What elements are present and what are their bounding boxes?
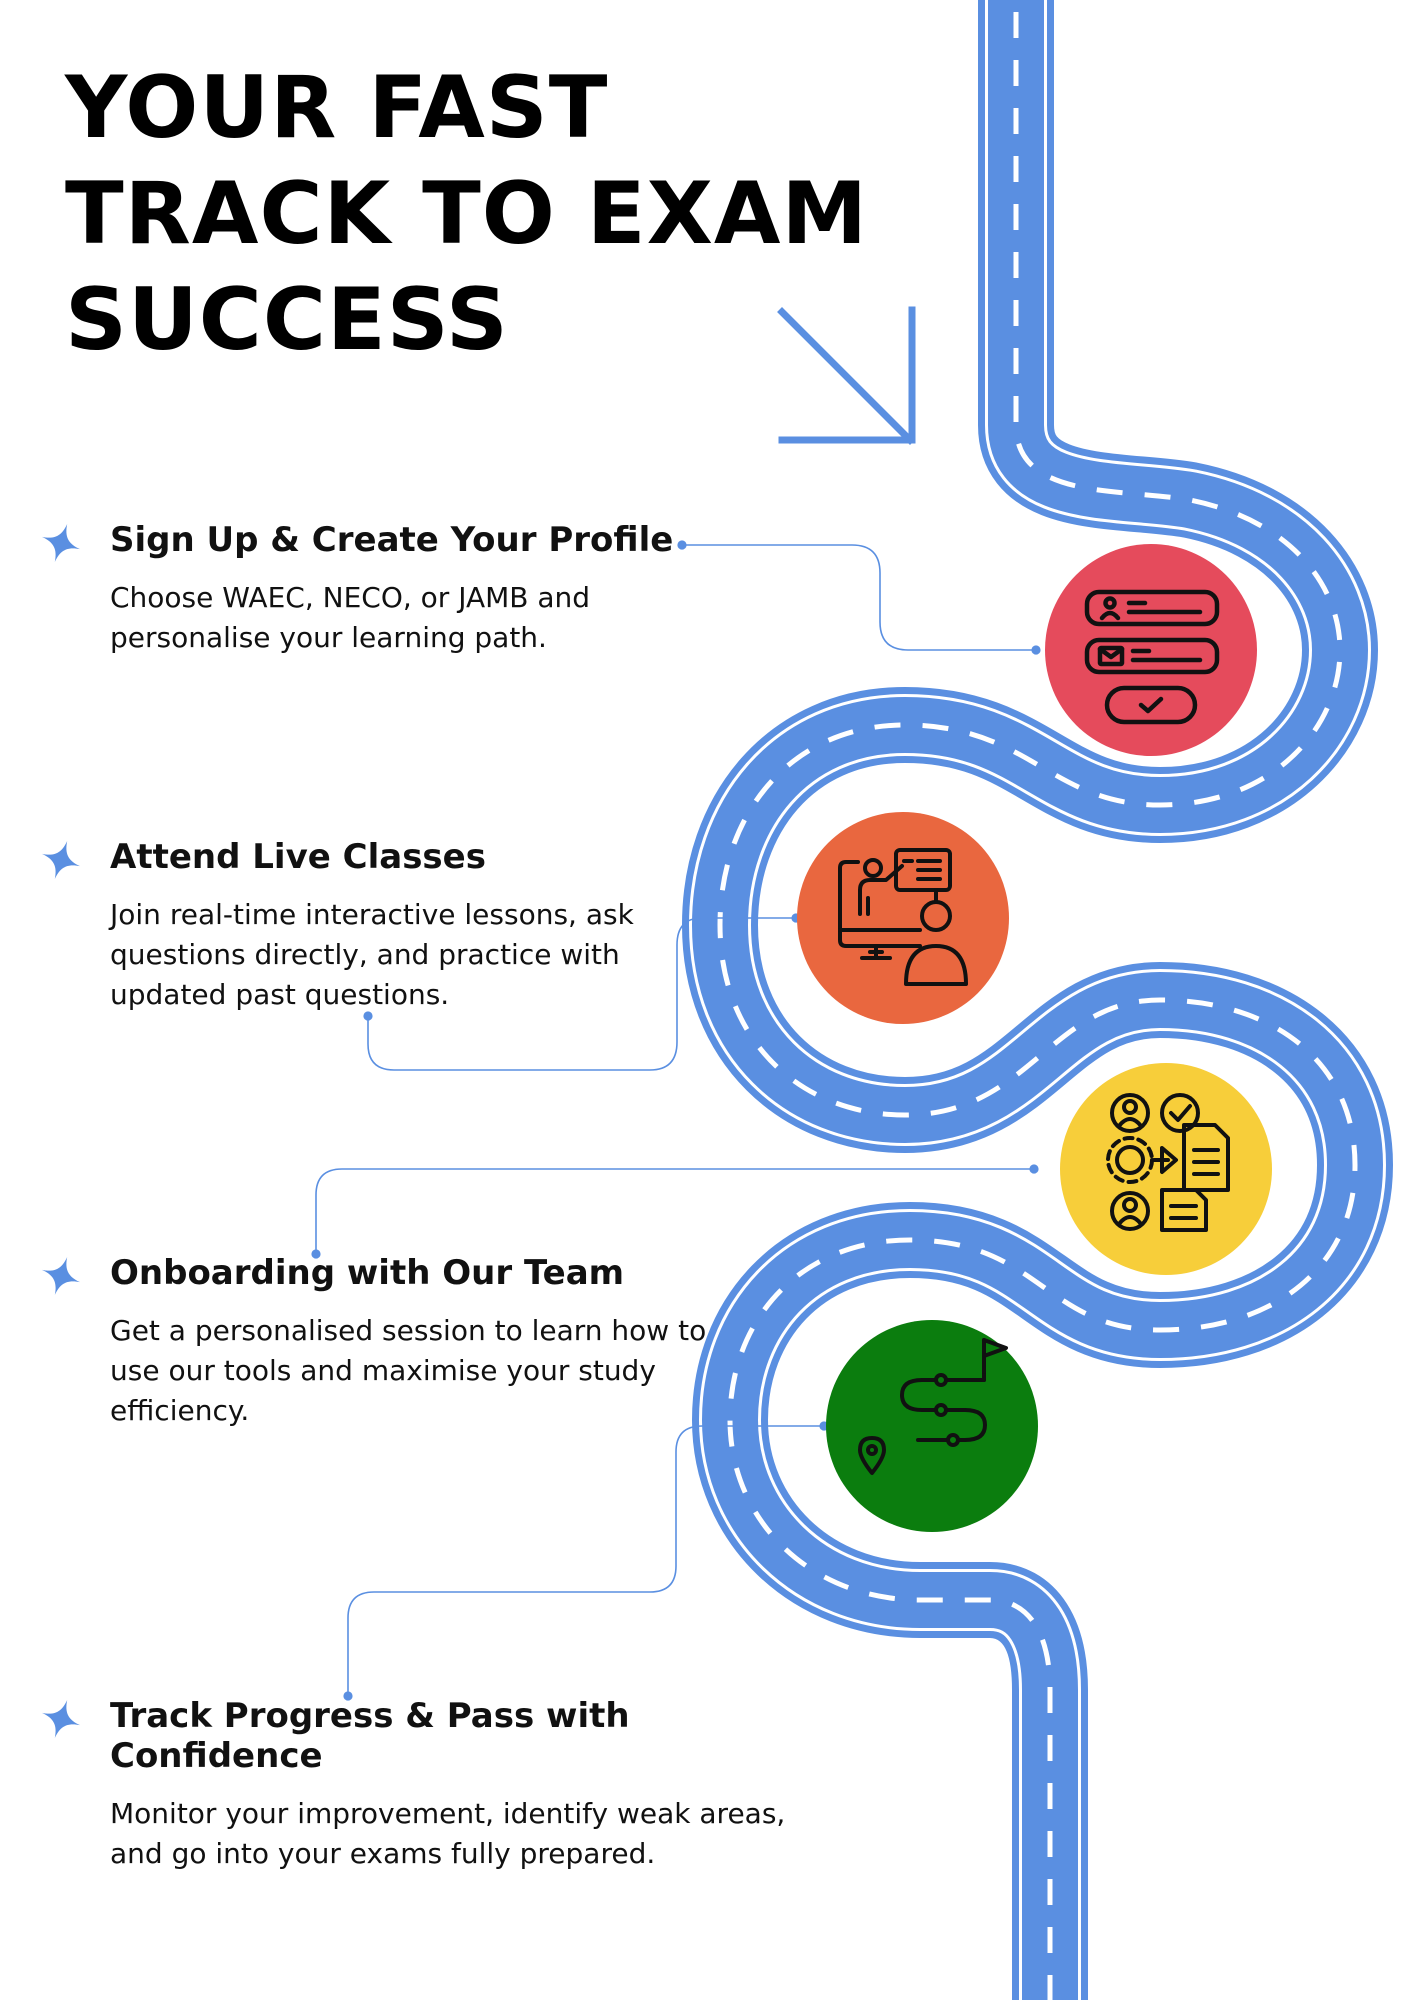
step-4: Track Progress & Pass with Confidence Mo… (41, 1696, 830, 1874)
connector-step-1 (677, 540, 1041, 655)
step-3-description-line-2: use our tools and maximise your study (110, 1354, 656, 1387)
winding-road (682, 0, 1393, 2000)
step-2-circle (797, 812, 1009, 1024)
step-1-description-line-1: Choose WAEC, NECO, or JAMB and (110, 581, 591, 614)
step-3-description: Get a personalised session to learn how … (110, 1311, 830, 1431)
step-4-circle (826, 1320, 1038, 1532)
step-2-description: Join real-time interactive lessons, ask … (110, 895, 830, 1015)
step-1: Sign Up & Create Your Profile Choose WAE… (41, 520, 830, 658)
title-line-2: TRACK TO EXAM (65, 164, 869, 264)
online-teacher-icon (838, 848, 968, 986)
title-line-3: SUCCESS (65, 270, 509, 370)
star-icon (41, 1699, 81, 1739)
step-1-description-line-2: personalise your learning path. (110, 621, 547, 654)
step-1-circle (1045, 544, 1257, 756)
step-4-heading: Track Progress & Pass with Confidence (110, 1696, 630, 1776)
step-2-heading: Attend Live Classes (110, 837, 486, 877)
step-2-description-line-1: Join real-time interactive lessons, ask (110, 898, 634, 931)
road-center-dashes (717, 0, 1358, 2000)
step-1-description: Choose WAEC, NECO, or JAMB and personali… (110, 578, 830, 658)
step-4-description-line-2: and go into your exams fully prepared. (110, 1837, 656, 1870)
step-3-circle (1060, 1063, 1272, 1275)
profile-form-icon (1084, 589, 1220, 725)
connector-lines (311, 540, 1041, 1701)
step-2-description-line-2: questions directly, and practice with (110, 938, 620, 971)
page-title: YOUR FAST TRACK TO EXAM SUCCESS (65, 55, 868, 373)
step-2-description-line-3: updated past questions. (110, 978, 450, 1011)
connector-step-3 (311, 1164, 1039, 1259)
title-line-1: YOUR FAST (65, 58, 609, 158)
step-3-description-line-3: efficiency. (110, 1394, 250, 1427)
step-1-heading: Sign Up & Create Your Profile (110, 520, 674, 560)
step-3-heading: Onboarding with Our Team (110, 1253, 625, 1293)
route-flag-icon (858, 1338, 1008, 1475)
down-right-arrow-icon (777, 306, 916, 445)
step-3-description-line-1: Get a personalised session to learn how … (110, 1314, 707, 1347)
team-workflow-icon (1106, 1093, 1230, 1232)
star-icon (41, 840, 81, 880)
star-icon (41, 523, 81, 563)
step-4-description-line-1: Monitor your improvement, identify weak … (110, 1797, 786, 1830)
step-2: Attend Live Classes Join real-time inter… (41, 837, 830, 1015)
step-3: Onboarding with Our Team Get a personali… (41, 1253, 830, 1431)
star-icon (41, 1256, 81, 1296)
step-4-description: Monitor your improvement, identify weak … (110, 1794, 830, 1874)
